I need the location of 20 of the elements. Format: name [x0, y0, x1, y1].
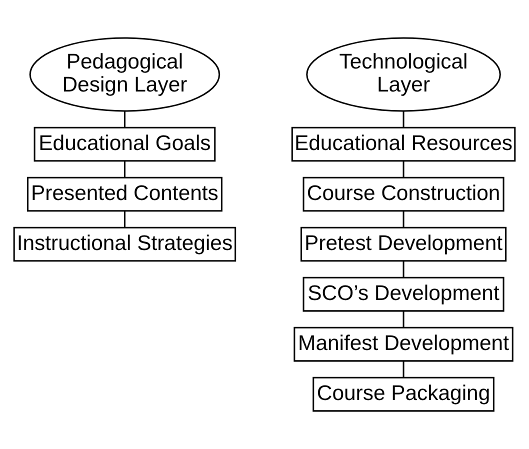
connector: [124, 211, 126, 228]
connector: [124, 110, 126, 128]
node-ellipse: Technological Layer: [306, 37, 501, 112]
connector: [402, 311, 404, 328]
connector: [402, 361, 404, 378]
node-ellipse: Pedagogical Design Layer: [29, 37, 220, 112]
node-box: Presented Contents: [26, 176, 222, 212]
node-box: Pretest Development: [300, 226, 507, 262]
connector: [124, 161, 126, 178]
connector: [402, 261, 404, 278]
node-box: Course Packaging: [312, 376, 494, 412]
connector: [402, 211, 404, 228]
connector: [402, 110, 404, 128]
node-box: Manifest Development: [294, 326, 514, 362]
node-box: Educational Goals: [34, 126, 216, 162]
node-box: Educational Resources: [291, 126, 516, 162]
node-box: Course Construction: [302, 176, 504, 212]
node-box: SCO’s Development: [302, 276, 504, 312]
node-box: Instructional Strategies: [13, 226, 236, 262]
connector: [402, 161, 404, 178]
